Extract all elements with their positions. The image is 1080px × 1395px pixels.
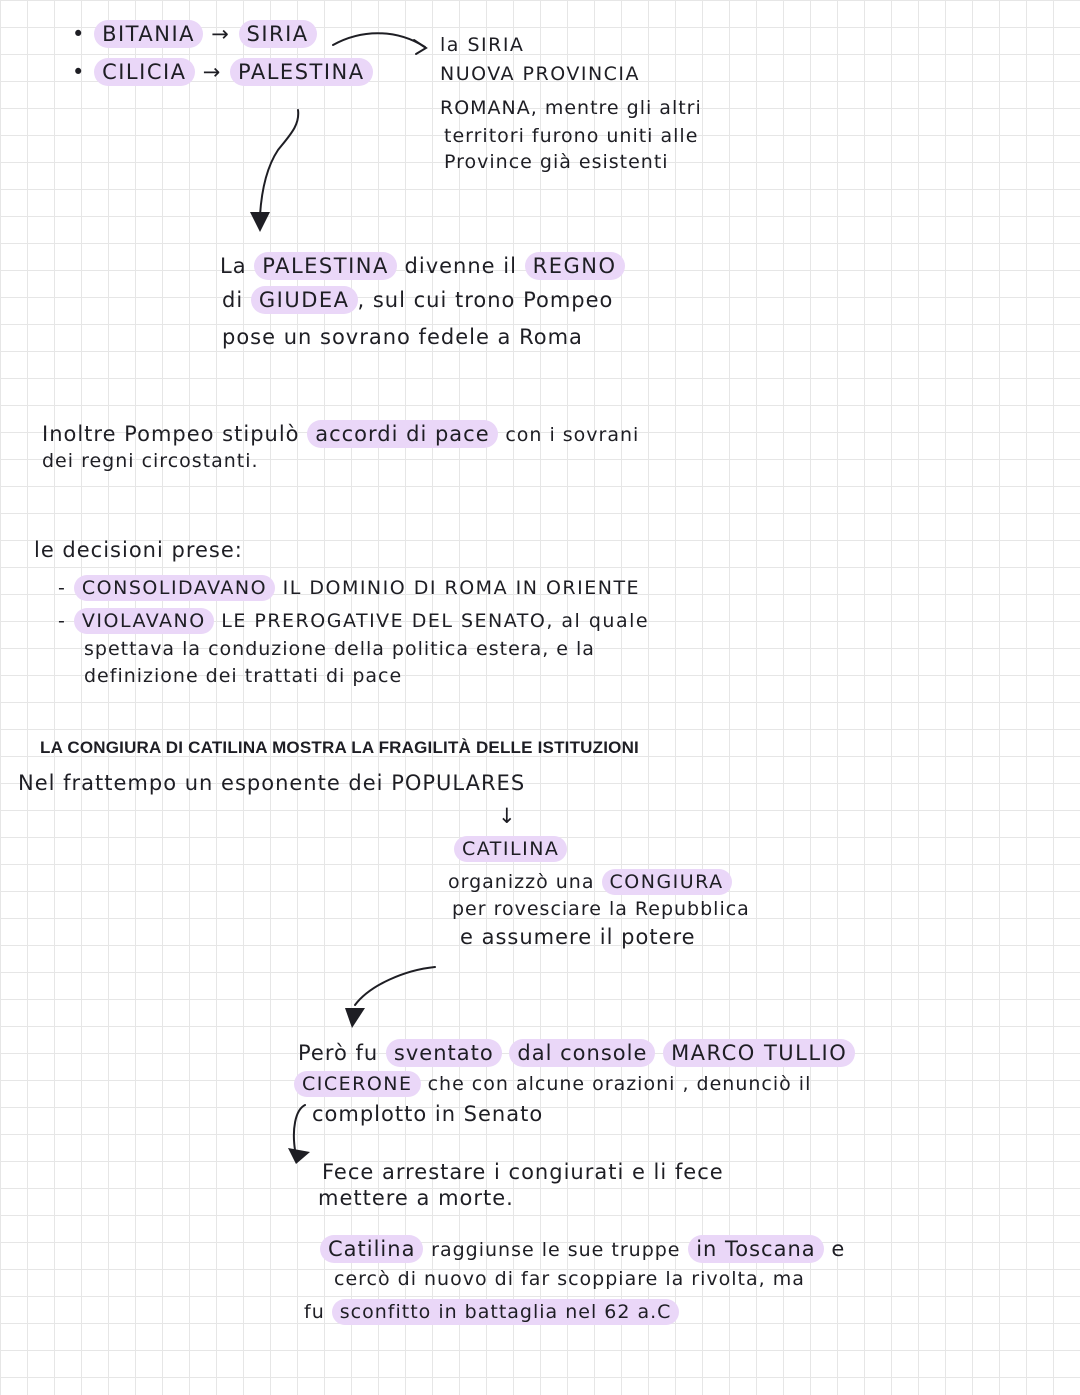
decision-item-2-line-3: definizione dei trattati di pace (84, 665, 403, 687)
catilina-line-1: organizzò una CONGIURA (448, 869, 732, 895)
foiled-line-3: complotto in Senato (312, 1102, 544, 1126)
province-siria: SIRIA (238, 20, 317, 48)
palestine-line-1: La PALESTINA divenne il REGNO (220, 252, 625, 280)
foiled-line-1: Però fu sventato dal console MARCO TULLI… (298, 1039, 856, 1067)
arrow-to-palestine (259, 109, 300, 216)
down-arrow-icon: ↓ (498, 804, 517, 828)
catilina-name: CATILINA (454, 836, 568, 862)
keyword-regno: REGNO (524, 252, 625, 280)
foiled-line-2: CICERONE che con alcune orazioni , denun… (294, 1071, 811, 1097)
curve-to-arrest (292, 1104, 306, 1151)
syria-note-line: la SIRIA (440, 34, 525, 56)
arrest-line-2: mettere a morte. (318, 1186, 514, 1210)
province-cilicia: CILICIA (94, 58, 195, 86)
populares-intro: Nel frattempo un esponente dei POPULARES (18, 771, 526, 795)
bullet: • (72, 22, 86, 46)
keyword-cicerone: CICERONE (294, 1071, 421, 1097)
end-line-2: cercò di nuovo di far scoppiare la rivol… (334, 1268, 805, 1290)
province-bitania: BITANIA (94, 20, 204, 48)
keyword-sconfitto: sconfitto in battaglia nel 62 a.C (331, 1299, 680, 1325)
mapping-row-2: • CILICIA → PALESTINA (72, 58, 373, 86)
arrow-to-syria-note-head (413, 39, 428, 55)
decision-item-2-line-2: spettava la conduzione della politica es… (84, 638, 595, 660)
arrow-to-syria-note (332, 32, 426, 48)
arrow-to-catilina-foiled-head (345, 1008, 365, 1028)
syria-note-line: NUOVA PROVINCIA (440, 63, 641, 85)
province-palestina: PALESTINA (230, 58, 373, 86)
arrow-right-icon: → (211, 22, 231, 46)
keyword-catilina: Catilina (320, 1235, 424, 1263)
end-line-1: Catilina raggiunse le sue truppe in Tosc… (320, 1235, 845, 1263)
syria-note-line: Province già esistenti (444, 151, 669, 173)
arrow-to-palestine-head (250, 212, 270, 232)
section-heading: LA CONGIURA DI CATILINA MOSTRA LA FRAGIL… (40, 738, 639, 757)
arrow-to-catilina-foiled (354, 966, 436, 1006)
decisions-intro: le decisioni prese: (34, 538, 243, 562)
bullet: • (72, 60, 86, 84)
arrow-right-icon: → (202, 60, 222, 84)
arrest-line-1: Fece arrestare i congiurati e li fece (322, 1160, 724, 1184)
keyword-in-toscana: in Toscana (688, 1235, 824, 1263)
end-line-3: fu sconfitto in battaglia nel 62 a.C (304, 1299, 680, 1325)
syria-note-line: territori furono uniti alle (444, 125, 699, 147)
palestine-line-3: pose un sovrano fedele a Roma (222, 325, 583, 349)
decision-item-1: - CONSOLIDAVANO IL DOMINIO DI ROMA IN OR… (58, 575, 641, 601)
palestine-line-2: di GIUDEA, sul cui trono Pompeo (222, 286, 614, 314)
peace-line-2: dei regni circostanti. (42, 450, 259, 472)
keyword-accordi-di-pace: accordi di pace (307, 420, 498, 448)
peace-line-1: Inoltre Pompeo stipulò accordi di pace c… (42, 420, 640, 448)
keyword-giudea: GIUDEA (250, 286, 358, 314)
syria-note-line: ROMANA, mentre gli altri (440, 97, 702, 119)
keyword-consolidavano: CONSOLIDAVANO (73, 575, 276, 601)
keyword-violavano: VIOLAVANO (73, 608, 214, 634)
decision-item-2: - VIOLAVANO LE PREROGATIVE DEL SENATO, a… (58, 608, 650, 634)
keyword-palestina: PALESTINA (254, 252, 397, 280)
keyword-marco-tullio: MARCO TULLIO (663, 1039, 856, 1067)
mapping-row-1: • BITANIA → SIRIA (72, 20, 317, 48)
curve-to-arrest-head (288, 1148, 310, 1164)
keyword-sventato: sventato (385, 1039, 502, 1067)
catilina-line-3: e assumere il potere (460, 925, 696, 949)
keyword-congiura: CONGIURA (601, 869, 732, 895)
catilina-line-2: per rovesciare la Repubblica (452, 898, 750, 920)
